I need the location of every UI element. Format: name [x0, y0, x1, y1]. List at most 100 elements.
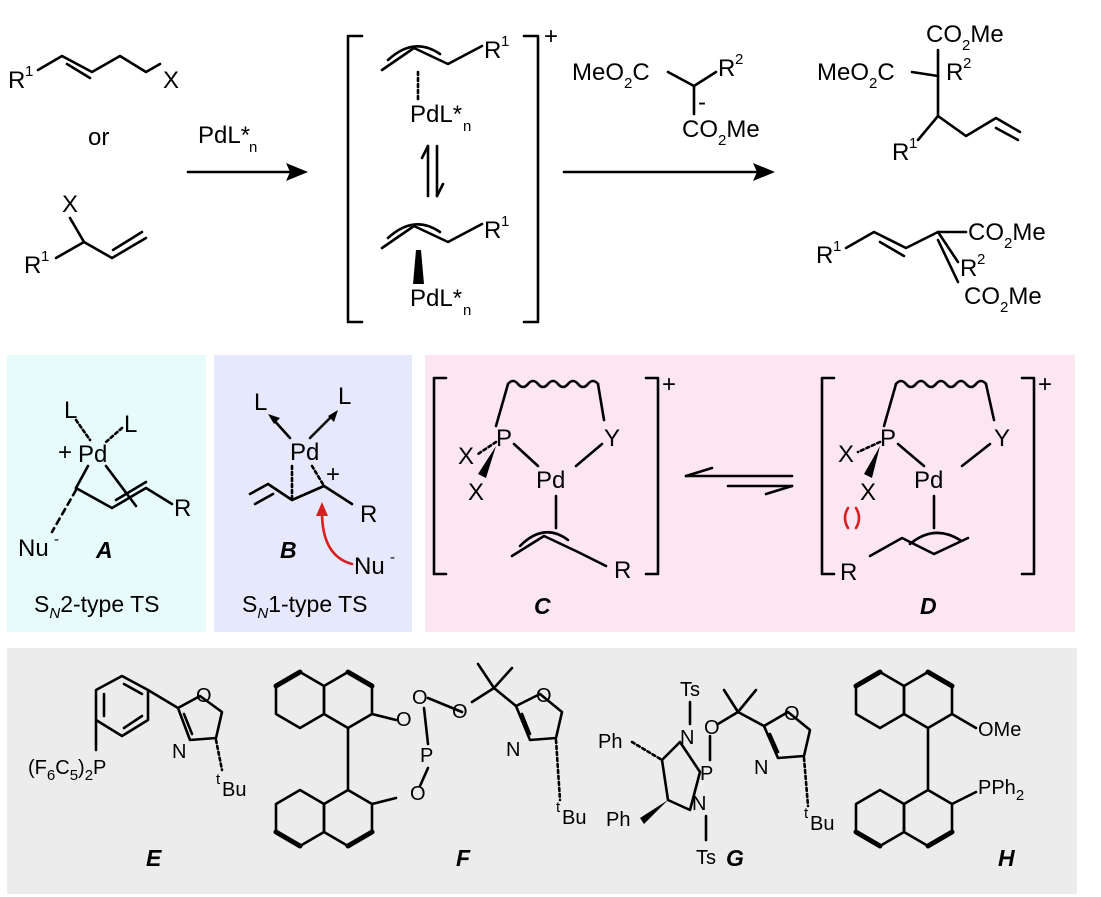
d-r: R: [840, 559, 857, 586]
ts-b-r: R: [360, 501, 377, 528]
ts-b-nu-charge: -: [390, 549, 395, 566]
panel-b-background: [214, 355, 412, 632]
c-p: P: [496, 425, 512, 452]
ligand-g: Ts N Ph Ph N P Ts O O N t Bu G: [598, 679, 834, 871]
complex-top-r-sup: 1: [501, 33, 509, 50]
ts-a-r: R: [174, 495, 191, 522]
product-linear: R 1 CO2Me R 2 CO2Me: [816, 219, 1046, 316]
d-x2: X: [860, 479, 876, 506]
product-b-top: CO2Me: [926, 21, 1004, 54]
f-n: N: [506, 739, 520, 761]
product-b-left: MeO2C: [817, 59, 895, 92]
product-l-r2: R: [960, 255, 977, 282]
f-tbu-sup: t: [556, 799, 561, 816]
d-x1: X: [838, 441, 854, 468]
ts-b-plus: +: [326, 461, 340, 488]
c-pd: Pd: [536, 467, 565, 494]
complex-bottom-sub: n: [463, 302, 471, 319]
substrate-bottom-r-sup: 1: [41, 248, 49, 265]
f-tbu: Bu: [562, 807, 586, 829]
complex-d: + P Y X X Pd R D: [820, 371, 1052, 619]
ts-b-nu: Nu: [354, 553, 385, 580]
e-tbu: Bu: [222, 779, 246, 801]
ts-a-l1: L: [64, 397, 77, 424]
product-l-r1: R: [816, 242, 833, 269]
g-n3: N: [754, 757, 768, 779]
complex-top-r: R: [484, 37, 501, 64]
substrate-top-r: R: [8, 67, 25, 94]
f-o3: O: [410, 783, 426, 805]
nucleophile-minus: -: [698, 89, 706, 116]
ts-a-nu-charge: -: [54, 531, 59, 548]
g-p: P: [700, 763, 713, 785]
ts-a-caption: SN2-type TS: [34, 591, 159, 622]
c-y: Y: [604, 425, 620, 452]
substrate-bottom-r: R: [24, 252, 41, 279]
nucleophile-malonate: MeO2C R 2 - CO2Me: [562, 51, 775, 181]
or-text: or: [88, 124, 109, 151]
product-b-r1: R: [892, 139, 909, 166]
g-ph1: Ph: [598, 731, 622, 753]
f-o4: O: [452, 701, 468, 723]
c-x2: X: [468, 479, 484, 506]
substrate-top-r-sup: 1: [25, 63, 33, 80]
c-x1: X: [458, 443, 474, 470]
c-letter: C: [534, 593, 551, 619]
g-tbu-sup: t: [804, 805, 809, 822]
g-o2: O: [784, 703, 800, 725]
g-ts1: Ts: [680, 679, 700, 701]
nucleophile-r: R: [718, 55, 735, 82]
product-b-r1-sup: 1: [909, 135, 917, 152]
substrate-linear: R 1 X: [8, 54, 179, 94]
g-n1: N: [680, 727, 694, 749]
substrate-bottom-x: X: [62, 191, 78, 218]
g-ph2: Ph: [606, 809, 630, 831]
e-o: O: [196, 685, 212, 707]
ts-a-nu: Nu: [18, 535, 49, 562]
substrate-branched: X R 1: [24, 191, 148, 279]
e-n: N: [172, 741, 186, 763]
panel-cd-background: [425, 355, 1075, 632]
d-charge: +: [1038, 371, 1052, 398]
g-n2: N: [692, 793, 706, 815]
allyl-complex-bracket: + R 1 PdL* n R 1 PdL* n: [346, 23, 558, 324]
ts-b-letter: B: [280, 537, 297, 563]
c-r: R: [614, 557, 631, 584]
ts-b-caption: SN1-type TS: [242, 591, 367, 622]
h-letter: H: [998, 845, 1015, 871]
d-letter: D: [920, 593, 937, 619]
steric-clash-right: [854, 506, 861, 530]
ts-b: L L Pd + R Nu - B SN1-type TS: [242, 383, 395, 622]
f-o2: O: [412, 687, 428, 709]
ligand-panel-background: [7, 648, 1077, 894]
reagent-pdl: PdL* n: [186, 122, 308, 181]
ligand-f: O O O P O O N t Bu F: [273, 662, 586, 871]
complex-charge: +: [544, 23, 558, 50]
steric-clash-left: [843, 506, 850, 530]
substrate-top-x: X: [163, 67, 179, 94]
nucleophile-left: MeO2C: [572, 59, 650, 92]
panel-a-background: [7, 355, 206, 632]
e-tbu-sup: t: [216, 771, 221, 788]
complex-bottom-r-sup: 1: [501, 213, 509, 230]
nucleophile-bottom: CO2Me: [682, 116, 760, 149]
g-ts2: Ts: [696, 847, 716, 869]
product-l-right: CO2Me: [968, 219, 1046, 252]
ligand-h: OMe PPh2 H: [853, 669, 1024, 871]
ts-a-letter: A: [95, 537, 113, 563]
ts-b-l2: L: [338, 383, 351, 410]
ts-a: L L + Pd R Nu - A SN2-type TS: [18, 397, 191, 622]
complex-c: + P Y X X Pd R C: [432, 371, 676, 619]
ts-a-plus: +: [58, 439, 72, 466]
d-y: Y: [994, 425, 1010, 452]
complex-top-pd: PdL*: [410, 101, 462, 128]
g-letter: G: [726, 845, 744, 871]
product-branched: CO2Me MeO2C R 2 R 1: [817, 21, 1022, 166]
reagent-sub: n: [249, 139, 257, 156]
nucleophile-r-sup: 2: [735, 51, 743, 68]
product-l-bottom: CO2Me: [964, 283, 1042, 316]
product-l-r2-sup: 2: [977, 251, 985, 268]
e-p-group: (F6C5)2P: [28, 757, 106, 784]
product-l-r1-sup: 1: [833, 238, 841, 255]
